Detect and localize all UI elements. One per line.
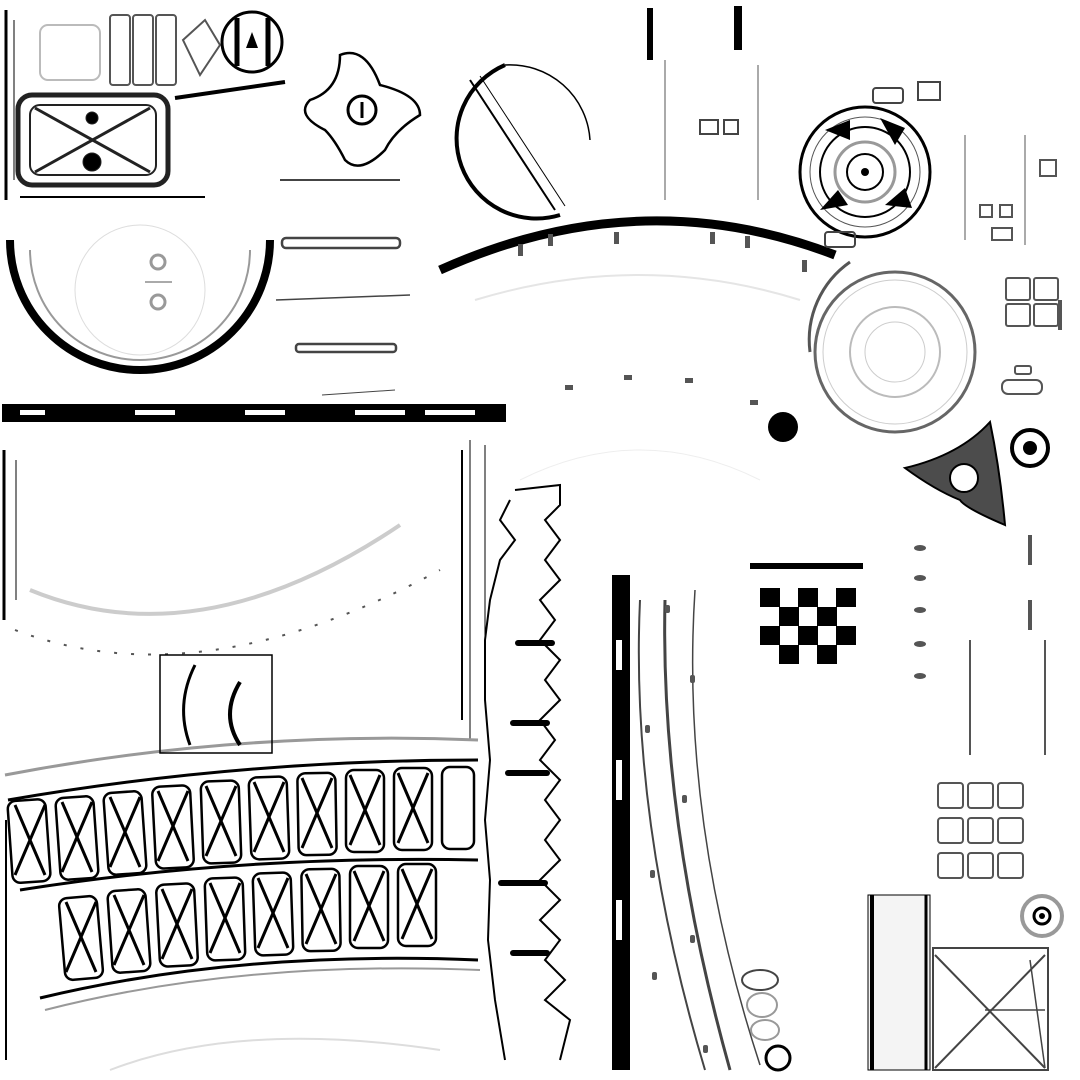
framed-quarter-panel xyxy=(159,654,273,754)
gear-teeth xyxy=(498,640,555,956)
triangle-arrow-icon xyxy=(246,32,258,48)
corner-knob xyxy=(1020,894,1064,938)
dark-vertical-bar xyxy=(612,575,630,1070)
large-gauge-ring xyxy=(6,224,274,374)
tri-lobe-handle xyxy=(303,51,422,167)
vertical-strips xyxy=(2,10,486,1060)
checker-stripe-bar xyxy=(2,404,506,422)
track-dots xyxy=(645,605,708,1053)
curved-tracks xyxy=(637,589,761,1071)
checkerboard-panel xyxy=(750,563,863,664)
light-arcs xyxy=(14,523,441,1071)
horizontal-bars xyxy=(275,179,411,396)
right-column-lines xyxy=(647,6,1046,755)
speaker-tabs xyxy=(699,81,941,248)
outer-ring-arc xyxy=(438,216,837,481)
half-disc xyxy=(454,63,591,221)
grid-tiles xyxy=(937,782,1024,879)
speaker-cone xyxy=(798,105,932,239)
small-rings xyxy=(741,969,792,1072)
x-truss-band xyxy=(4,736,481,1011)
tri-lobe-dark xyxy=(902,419,1050,527)
arc-ticks xyxy=(518,232,807,405)
dark-gradient-bar xyxy=(867,894,931,1071)
crossed-panel xyxy=(932,947,1049,1071)
top-knob xyxy=(220,10,284,74)
x-braced-plate xyxy=(15,92,171,188)
right-column-marks xyxy=(914,300,1062,679)
gear-rack xyxy=(483,483,572,1061)
black-knob xyxy=(768,412,798,442)
top-cards xyxy=(39,14,222,86)
concentric-disc xyxy=(807,260,977,434)
small-tiles xyxy=(979,159,1059,395)
